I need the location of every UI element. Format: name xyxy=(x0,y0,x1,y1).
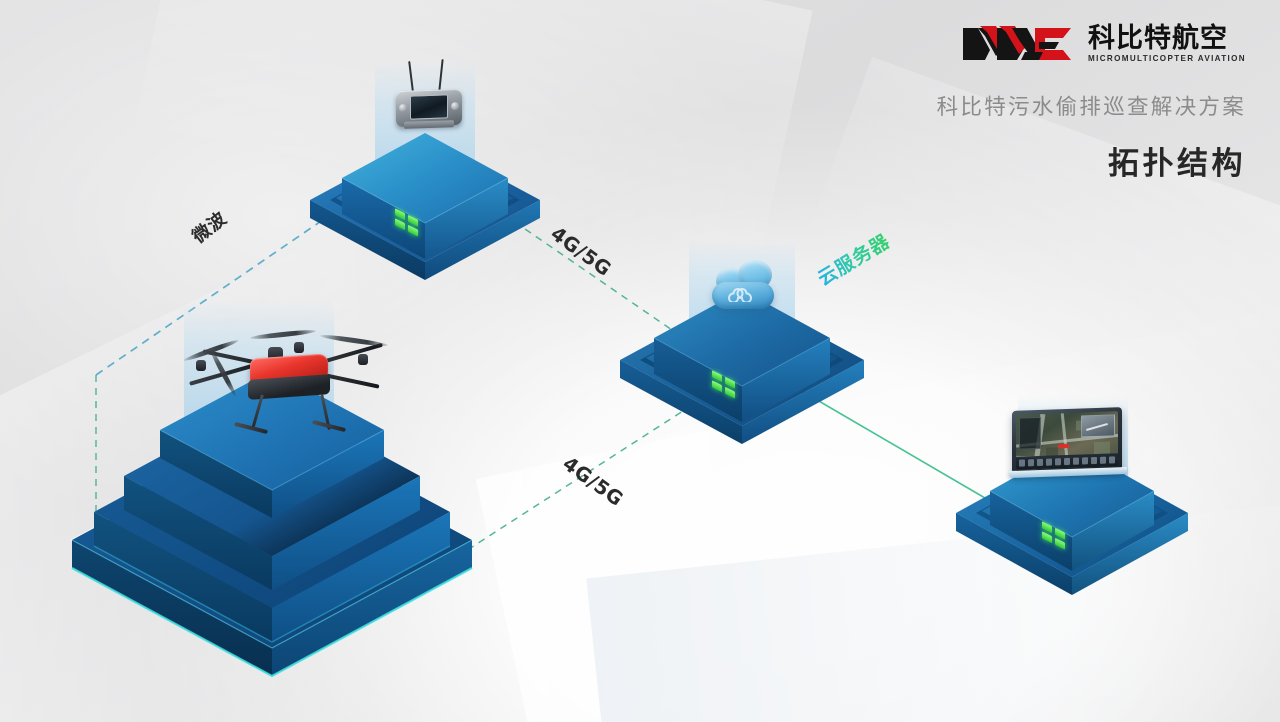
video-pip-panel xyxy=(1081,414,1115,438)
quadcopter-drone-icon xyxy=(172,314,402,435)
laptop-icon xyxy=(1009,407,1130,485)
controller-screen xyxy=(410,94,448,120)
page-subtitle: 科比特污水偷排巡查解决方案 xyxy=(936,95,1246,120)
brand-name-en: MICROMULTICOPTER AVIATION xyxy=(1088,53,1246,63)
mmc-logo-icon xyxy=(963,22,1079,63)
remote-controller-icon xyxy=(396,58,462,138)
map-sidebar-panel xyxy=(1019,416,1041,450)
brand-logo: 科比特航空 MICROMULTICOPTER AVIATION xyxy=(937,22,1246,63)
node-ground-control-station[interactable] xyxy=(300,58,550,280)
infinity-icon xyxy=(728,288,752,302)
node-monitoring-workstation[interactable] xyxy=(950,395,1195,595)
brand-name-cn: 科比特航空 xyxy=(1088,22,1228,54)
page-title: 拓扑结构 xyxy=(1108,146,1246,182)
map-marker-icon xyxy=(1058,443,1069,449)
cloud-icon xyxy=(708,260,780,316)
header: 科比特航空 MICROMULTICOPTER AVIATION 科比特污水偷排巡… xyxy=(937,22,1246,183)
node-uav-drone[interactable] xyxy=(62,300,482,690)
map-display xyxy=(1016,411,1118,470)
